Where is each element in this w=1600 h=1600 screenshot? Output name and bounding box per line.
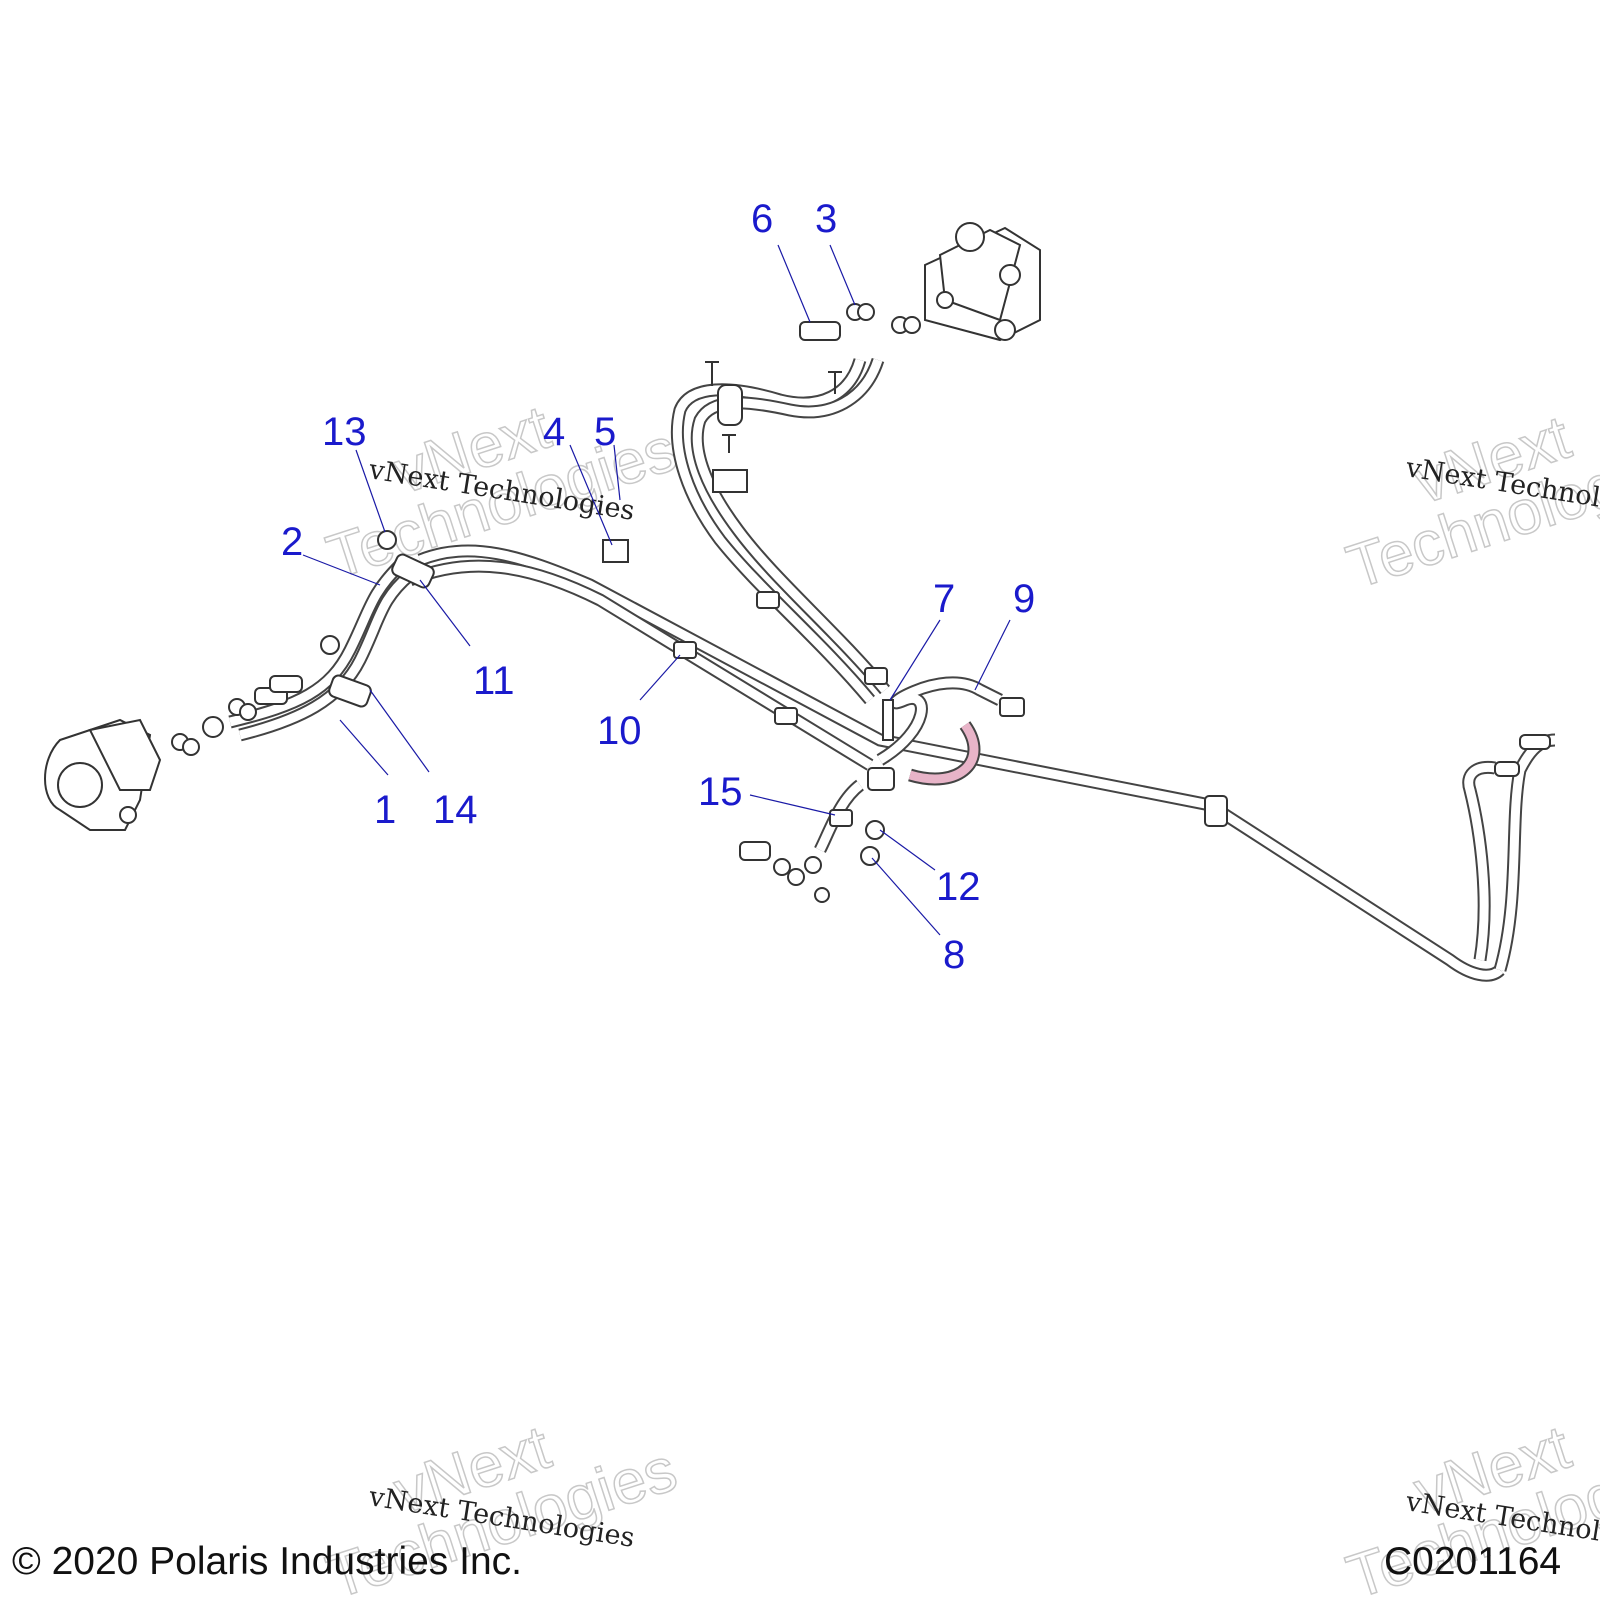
- callout-15: 15: [698, 770, 743, 814]
- figure-id: C0201164: [1384, 1540, 1562, 1583]
- junction-block: [867, 767, 895, 791]
- callout-6: 6: [751, 197, 773, 241]
- lower-bolt: [739, 841, 771, 861]
- clip-d: [999, 697, 1025, 717]
- lower-washer-a: [773, 858, 791, 876]
- callout-9: 9: [1013, 577, 1035, 621]
- hardware: [171, 303, 1551, 903]
- callout-14: 14: [433, 788, 478, 832]
- clip-b: [756, 591, 780, 609]
- plug-13: [377, 530, 397, 550]
- left-washer-b: [239, 703, 257, 721]
- rear-banjo-1: [1519, 734, 1551, 750]
- washer-upper-b: [903, 316, 921, 334]
- callout-8: 8: [943, 933, 965, 977]
- leader-lines: [302, 244, 1011, 936]
- lower-banjo-end: [804, 856, 822, 874]
- upper-caliper: [924, 222, 1041, 342]
- highlighted-hose: [908, 722, 979, 784]
- clip-10: [673, 641, 697, 659]
- clip-e: [1204, 795, 1228, 827]
- left-front-hoses: [228, 560, 415, 742]
- line-clips: [328, 384, 1228, 827]
- clip-c: [864, 667, 888, 685]
- lower-washer-c: [814, 887, 830, 903]
- rear-banjo-2: [1494, 761, 1520, 777]
- fastener-upper-3: [722, 434, 736, 453]
- lower-washer-b: [787, 868, 805, 886]
- callout-labels: 1 2 3 4 5 6 7 8 9 10 11 12 13 14 15: [281, 197, 1035, 977]
- fastener-upper-2: [828, 371, 842, 394]
- bolt-7: [882, 699, 894, 741]
- clip-upper: [717, 384, 743, 426]
- callout-13: 13: [322, 410, 367, 454]
- clip-15: [829, 809, 853, 827]
- bracket-4: [602, 539, 629, 563]
- nut-12: [865, 820, 885, 840]
- banjo-bolt-6: [799, 321, 841, 341]
- main-brake-line: [417, 544, 1505, 982]
- left-washer-d: [182, 738, 200, 756]
- callout-3: 3: [815, 197, 837, 241]
- callout-2: 2: [281, 520, 303, 564]
- left-caliper: [44, 718, 162, 831]
- callout-12: 12: [936, 865, 981, 909]
- callout-5: 5: [594, 410, 616, 454]
- callout-4: 4: [543, 410, 565, 454]
- copyright-notice: © 2020 Polaris Industries Inc.: [12, 1540, 522, 1583]
- callout-1: 1: [374, 788, 396, 832]
- fastener-upper-1: [705, 361, 719, 386]
- washer-3b: [857, 303, 875, 321]
- clip-a: [774, 707, 798, 725]
- left-banjo-end: [202, 716, 224, 738]
- left-bolt-2: [269, 675, 303, 693]
- callout-10: 10: [597, 709, 642, 753]
- callout-7: 7: [933, 577, 955, 621]
- clip-11: [391, 553, 435, 589]
- bracket-upper: [712, 469, 748, 493]
- callout-11: 11: [473, 659, 515, 703]
- plug-lower: [320, 635, 340, 655]
- clip-14: [328, 674, 372, 708]
